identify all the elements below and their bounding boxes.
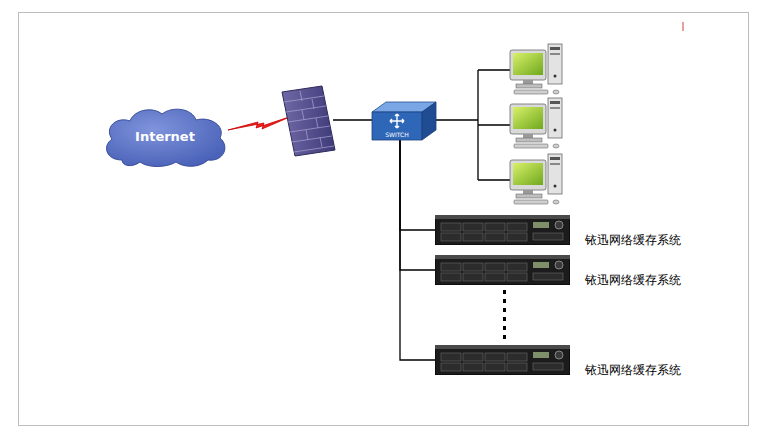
server-label: 铱迅网络缓存系统 [585, 232, 681, 248]
network-link [400, 140, 435, 270]
network-link [400, 140, 435, 360]
server-node: 铱迅网络缓存系统 [435, 255, 570, 285]
server-node: 铱迅网络缓存系统 [435, 215, 570, 245]
server-shape [435, 255, 570, 285]
server-label: 铱迅网络缓存系统 [585, 362, 681, 378]
server-label: 铱迅网络缓存系统 [585, 272, 681, 288]
cloud-node: Internet [100, 106, 230, 168]
switch-label: SWITCH [372, 131, 422, 139]
server-shape [435, 345, 570, 375]
network-link [400, 140, 435, 230]
switch-node: SWITCH [370, 100, 438, 142]
cloud-label: Internet [100, 128, 230, 146]
server-node: 铱迅网络缓存系统 [435, 345, 570, 375]
server-shape [435, 215, 570, 245]
